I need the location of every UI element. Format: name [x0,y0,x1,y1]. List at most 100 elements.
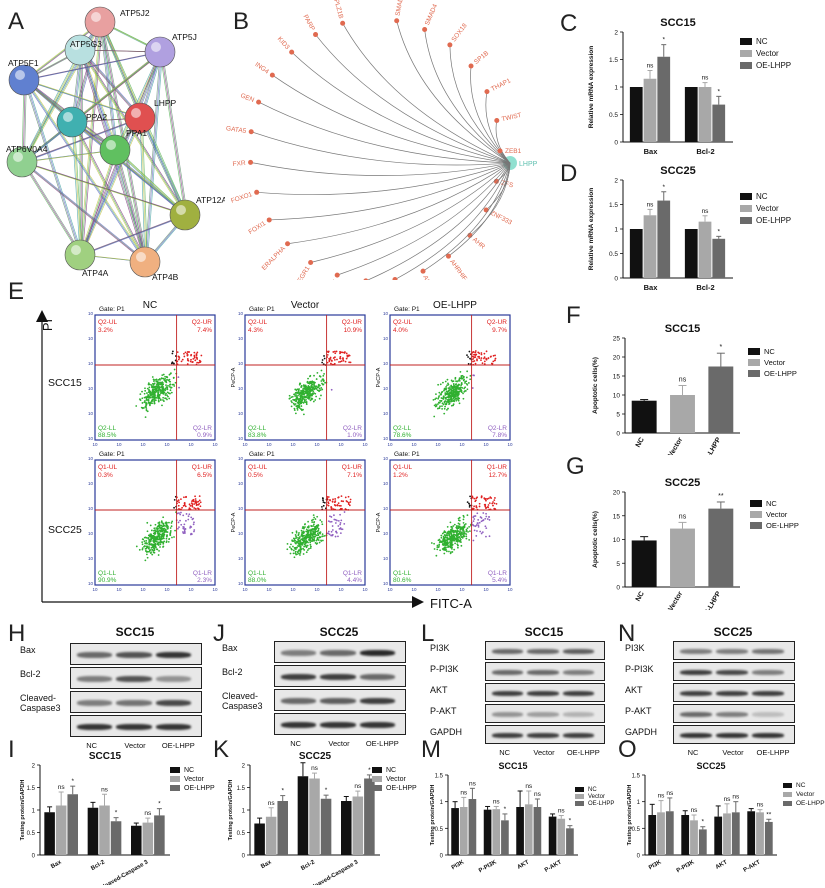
event-dot [158,533,160,536]
event-dot [159,529,162,532]
y-tick-label: 1 [637,800,641,806]
network-edge [24,79,82,256]
significance-mark: ns [724,796,732,803]
event-dot [328,533,331,536]
event-dot [447,538,450,540]
blot-strip [274,689,406,711]
event-dot [337,535,339,538]
event-dot [451,551,454,553]
event-dot [297,389,300,392]
event-dot [303,539,306,542]
quadrant-name: Q2-LL [98,425,116,432]
event-dot [153,402,156,404]
event-dot [464,380,467,383]
inner-y-label: PeCP-A [376,512,382,532]
event-dot [452,397,455,400]
event-dot [288,394,291,397]
event-dot [337,496,340,499]
event-dot [165,381,168,384]
event-dot [157,530,160,533]
event-dot [145,550,148,553]
event-dot [318,536,321,538]
x-category-label: Bcl-2 [696,147,714,156]
event-dot [472,520,475,523]
event-dot [290,400,293,402]
event-dot [316,389,319,392]
event-dot [327,530,330,533]
event-dot [154,394,156,396]
event-dot [435,393,437,396]
event-dot [173,506,175,509]
network-edge [160,51,187,216]
event-dot [466,527,469,530]
event-dot [469,530,471,533]
tick-label: 10 [383,411,389,416]
event-dot [462,518,465,521]
quadrant-name: Q2-UR [342,319,363,326]
event-dot [168,384,171,386]
protein-band [527,711,559,717]
event-dot [293,407,296,410]
event-dot [434,405,437,408]
event-dot [157,392,160,395]
network-edge [79,214,186,256]
significance-mark: ns [647,201,655,208]
event-dot [301,535,304,538]
event-dot [475,535,478,537]
event-dot [295,535,297,538]
tick-label: 10 [383,361,389,366]
event-dot [318,387,321,390]
event-dot [148,541,150,543]
significance-mark: ns [354,783,362,790]
event-dot [336,504,339,507]
bar [723,813,731,855]
significance-mark: ns [666,790,674,797]
quadrant-name: Q1-LR [343,570,362,577]
event-dot [313,384,316,387]
event-dot [449,398,452,401]
event-dot [455,399,458,402]
chart-title: SCC15 [665,323,700,335]
panel-label-m: M [421,736,441,763]
event-dot [442,398,445,400]
y-tick-label: 20 [613,490,621,497]
fitc-axis-label: FITC-A [430,596,472,611]
event-dot [327,520,330,523]
lane-label: NC [290,739,302,748]
event-dot [172,383,175,386]
y-axis-label: Testing protein/GAPDH [430,785,436,846]
event-dot [305,537,308,540]
node-label: ATP5J2 [120,8,150,18]
tick-label: 10 [435,442,441,447]
radial-label: EGR1 [296,265,311,280]
y-tick-label: 1.5 [609,202,618,209]
legend-label: OE-LHPP [184,785,215,792]
event-dot [483,352,486,355]
event-dot [315,387,318,390]
y-tick-label: 0.5 [237,831,246,837]
event-dot [305,399,307,401]
radial-node [467,232,473,238]
panel-label-g: G [566,453,585,480]
bar [657,812,665,855]
event-dot [146,387,149,390]
event-dot [461,531,463,533]
quadrant-value: 4.3% [248,327,263,334]
event-dot [471,355,474,358]
event-dot [457,530,459,533]
event-dot [462,527,465,530]
event-dot [163,531,166,534]
inner-y-label: PeCP-A [231,512,237,532]
event-dot [165,535,168,538]
event-dot [161,532,164,535]
panel-label-e: E [8,278,25,305]
significance-mark: ** [718,493,724,500]
event-dot [349,361,352,364]
event-dot [309,374,312,377]
y-tick-label: 5 [616,561,620,568]
event-dot [333,358,336,361]
blot-title: SCC15 [115,625,155,639]
event-dot [169,531,172,534]
